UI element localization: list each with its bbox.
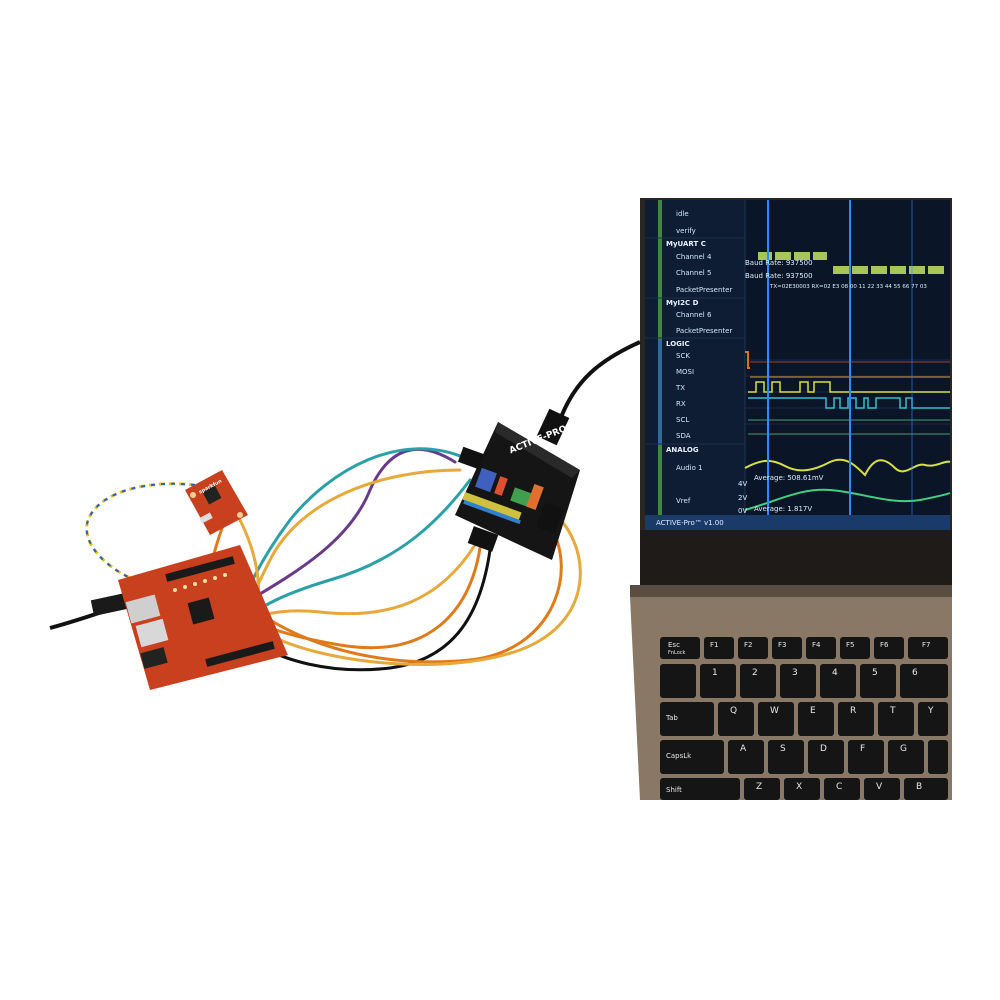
key-y: Y bbox=[928, 706, 934, 716]
group-label-logic[interactable]: LOGIC bbox=[666, 340, 690, 348]
key-3: 3 bbox=[792, 668, 798, 678]
group-label-my-i2c-d[interactable]: MyI2C D bbox=[666, 299, 699, 307]
signal-label-packet-presenter-1[interactable]: PacketPresenter bbox=[676, 286, 733, 294]
signal-label-packet-presenter-2[interactable]: PacketPresenter bbox=[676, 327, 733, 335]
key-f1: F1 bbox=[710, 641, 719, 649]
key-2: 2 bbox=[752, 668, 758, 678]
key-capslk: CapsLk bbox=[666, 752, 692, 760]
sensor-breakout-board bbox=[185, 470, 248, 535]
signal-label-verify[interactable]: verify bbox=[676, 227, 696, 235]
key-v: V bbox=[876, 782, 883, 792]
key-f4: F4 bbox=[812, 641, 821, 649]
signal-label-channel-6[interactable]: Channel 6 bbox=[676, 311, 712, 319]
signal-label-tx[interactable]: TX bbox=[676, 384, 686, 392]
volt-tick-2v: 2V bbox=[738, 494, 748, 502]
key-d: D bbox=[820, 744, 827, 754]
signal-label-sck[interactable]: SCK bbox=[676, 352, 690, 360]
key-shift: Shift bbox=[666, 786, 682, 794]
average-label-1: Average: 508.61mV bbox=[754, 474, 824, 482]
key-f: F bbox=[860, 744, 866, 754]
group-label-my-uart-c[interactable]: MyUART C bbox=[666, 240, 706, 248]
key-r: R bbox=[850, 706, 857, 716]
volt-tick-0v: 0V bbox=[738, 507, 748, 515]
key-tab: Tab bbox=[666, 714, 678, 722]
volt-tick-4v: 4V bbox=[738, 480, 748, 488]
active-pro-analyzer bbox=[455, 422, 580, 560]
key-f2: F2 bbox=[744, 641, 753, 649]
signal-label-idle[interactable]: idle bbox=[676, 210, 689, 218]
key-t: T bbox=[890, 706, 896, 716]
usb-cable-laptop bbox=[558, 340, 641, 421]
signal-label-audio-1[interactable]: Audio 1 bbox=[676, 464, 703, 472]
baud-rate-label-2: Baud Rate: 937500 bbox=[745, 272, 813, 280]
key-s: S bbox=[780, 744, 786, 754]
key-6: 6 bbox=[912, 668, 918, 678]
signal-label-mosi[interactable]: MOSI bbox=[676, 368, 695, 376]
key-g: G bbox=[900, 744, 907, 754]
key-e: E bbox=[810, 706, 816, 716]
key-b: B bbox=[916, 782, 923, 792]
baud-rate-label-1: Baud Rate: 937500 bbox=[745, 259, 813, 267]
key-f6: F6 bbox=[880, 641, 889, 649]
laptop bbox=[630, 198, 952, 800]
key-x: X bbox=[796, 782, 803, 792]
redboard-microcontroller bbox=[118, 545, 288, 690]
key-a: A bbox=[740, 744, 747, 754]
key-f5: F5 bbox=[846, 641, 855, 649]
signal-label-sda[interactable]: SDA bbox=[676, 432, 691, 440]
key-f7: F7 bbox=[922, 641, 931, 649]
key-c: C bbox=[836, 782, 843, 792]
average-label-2: Average: 1.817V bbox=[754, 505, 813, 513]
signal-label-channel-4[interactable]: Channel 4 bbox=[676, 253, 712, 261]
key-esc: Esc bbox=[668, 641, 680, 649]
key-4: 4 bbox=[832, 668, 838, 678]
key-q: Q bbox=[730, 706, 738, 716]
packet-decode-text: TX=02E30003 RX=02 E3 08 00 11 22 33 44 5… bbox=[770, 284, 927, 290]
key-5: 5 bbox=[872, 668, 878, 678]
group-label-analog[interactable]: ANALOG bbox=[666, 446, 699, 454]
signal-label-vref[interactable]: Vref bbox=[676, 497, 691, 505]
signal-label-channel-5[interactable]: Channel 5 bbox=[676, 269, 712, 277]
signal-label-rx[interactable]: RX bbox=[676, 400, 686, 408]
key-f3: F3 bbox=[778, 641, 787, 649]
key-1: 1 bbox=[712, 668, 718, 678]
key-z: Z bbox=[756, 782, 763, 792]
key-w: W bbox=[770, 706, 779, 716]
signal-label-scl[interactable]: SCL bbox=[676, 416, 690, 424]
status-bar-text: ACTIVE-Pro™ v1.00 bbox=[656, 519, 724, 527]
key-fnlock: FnLock bbox=[668, 650, 686, 656]
